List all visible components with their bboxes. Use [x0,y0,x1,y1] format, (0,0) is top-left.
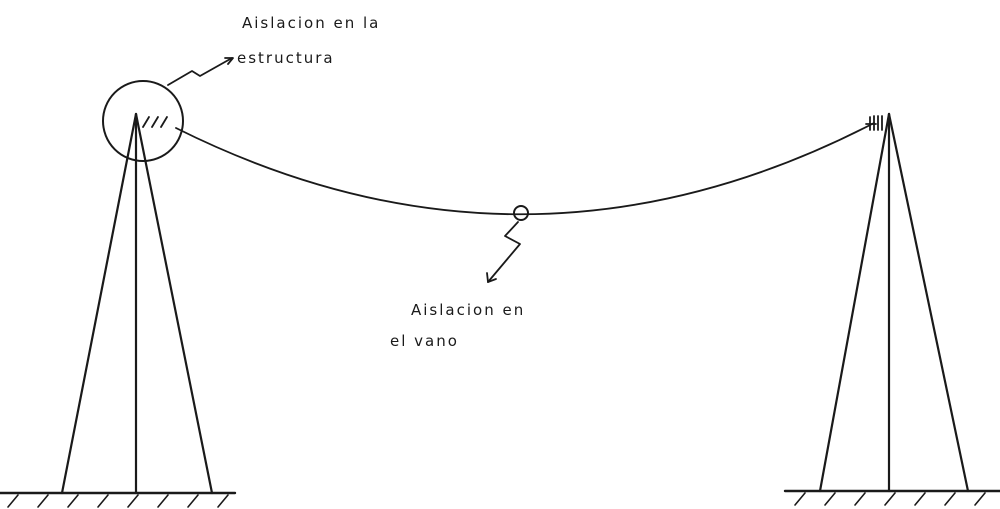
structure-pointer-arrow [167,57,234,86]
left-ground [0,491,237,508]
span-pointer-arrow [486,221,521,283]
right-insulator [865,115,883,131]
structure-insulation-circle [102,80,184,162]
right-tower [818,112,970,493]
span-insulation-label-line2: el vano [390,332,459,350]
structure-insulation-label-line2: estructura [237,49,335,67]
right-ground [783,489,1000,506]
span-insulation-label-line1: Aislacion en [411,301,526,319]
conductor-line [175,122,875,216]
structure-insulation-label-line1: Aislacion en la [242,14,381,32]
span-insulation-marker [513,205,529,221]
left-insulator [142,116,168,128]
left-tower [60,112,214,495]
